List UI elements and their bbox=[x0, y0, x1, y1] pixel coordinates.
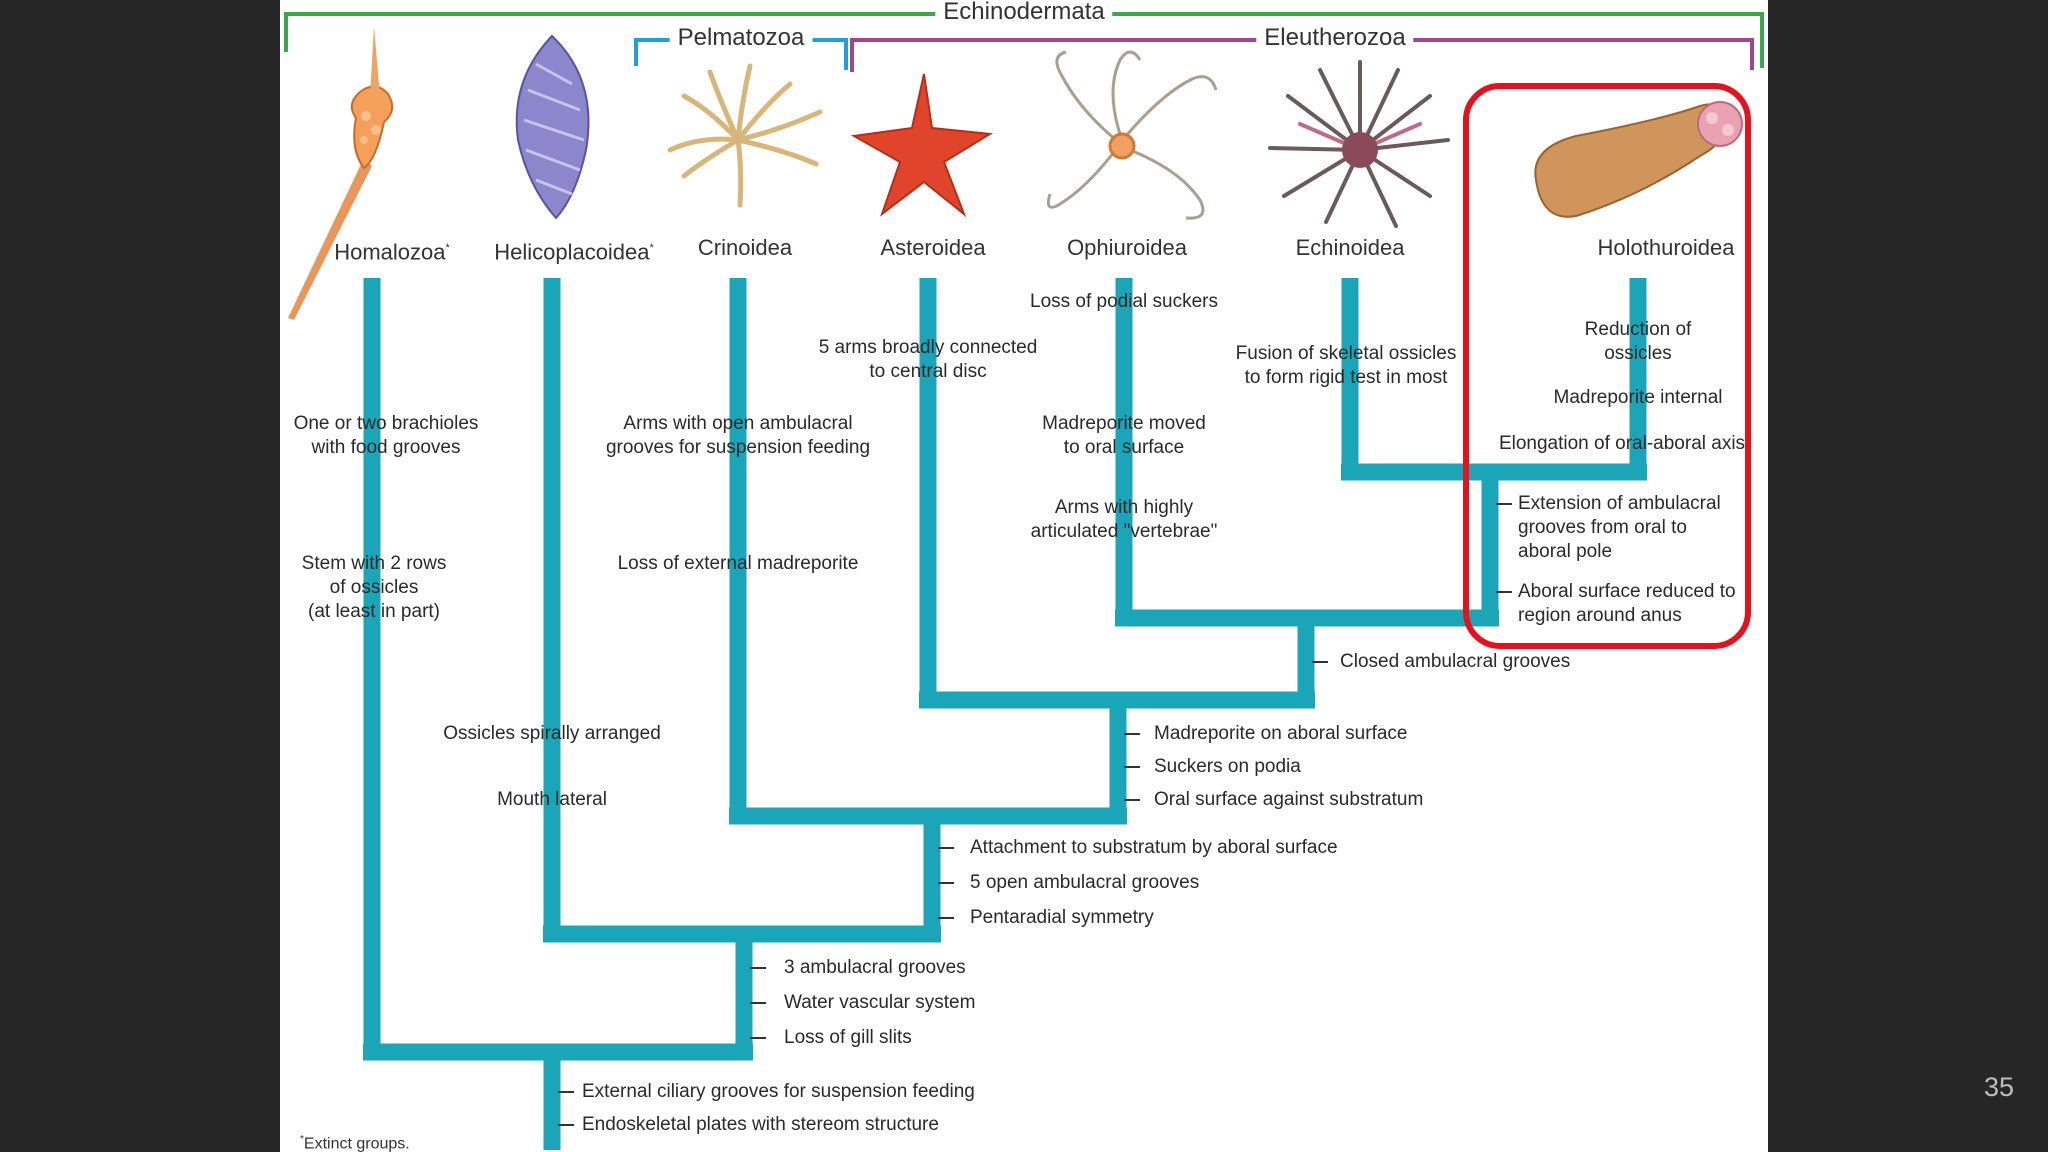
node-helico-pentaradiata bbox=[543, 925, 941, 1052]
group-label-echinodermata: Echinodermata bbox=[935, 0, 1113, 24]
slide: Echinodermata Pelmatozoa Eleutherozoa Ho… bbox=[280, 0, 1768, 1152]
node-cryptosyringida bbox=[1115, 609, 1499, 700]
cladogram-branches bbox=[363, 278, 1647, 1150]
taxon-label-crinoidea: Crinoidea bbox=[697, 235, 793, 260]
trait-holothuroidea-2: Madreporite internal bbox=[1553, 387, 1723, 408]
trait-ophiuroidea-1: Loss of podial suckers bbox=[1030, 291, 1218, 312]
trait-holothuroidea-3: Elongation of oral-aboral axis bbox=[1498, 433, 1746, 454]
trait-crinoidea-2: Loss of external madreporite bbox=[617, 553, 859, 574]
trait-cryptosyringida-1: Closed ambulacral grooves bbox=[1340, 651, 1571, 672]
trait-pentaradiata-3: Pentaradial symmetry bbox=[970, 907, 1154, 928]
helicoplacoidea-illustration bbox=[515, 34, 590, 220]
echinoidea-illustration bbox=[1268, 60, 1450, 228]
asteroidea-illustration bbox=[850, 73, 994, 218]
taxon-label-homalozoa: Homalozoa* bbox=[334, 239, 450, 265]
cladogram bbox=[284, 12, 1764, 1150]
holothuroidea-illustration bbox=[1534, 101, 1743, 218]
group-label-eleutherozoa: Eleutherozoa bbox=[1256, 26, 1414, 50]
trait-helico-pentaradiata-3: Loss of gill slits bbox=[784, 1027, 912, 1048]
crinoidea-illustration bbox=[667, 63, 823, 208]
taxon-label-helicoplacoidea: Helicoplacoidea* bbox=[494, 239, 654, 265]
trait-eleutherozoa-1: Madreporite on aboral surface bbox=[1154, 723, 1408, 744]
node-echinodermata bbox=[363, 1043, 753, 1150]
group-label-pelmatozoa: Pelmatozoa bbox=[669, 26, 813, 50]
footnote: *Extinct groups. bbox=[300, 1134, 410, 1152]
trait-ticks bbox=[558, 503, 1512, 1126]
trait-pentaradiata-1: Attachment to substratum by aboral surfa… bbox=[970, 837, 1338, 858]
trait-helico-pentaradiata-2: Water vascular system bbox=[784, 992, 976, 1013]
trait-helicoplacoidea-2: Mouth lateral bbox=[497, 789, 607, 810]
ophiuroidea-illustration bbox=[1046, 50, 1218, 220]
node-eleutherozoa bbox=[919, 691, 1315, 816]
node-pentaradiata bbox=[729, 807, 1127, 934]
taxon-label-asteroidea: Asteroidea bbox=[880, 235, 986, 260]
trait-pentaradiata-2: 5 open ambulacral grooves bbox=[970, 872, 1200, 893]
taxon-label-ophiuroidea: Ophiuroidea bbox=[1067, 235, 1187, 260]
taxon-label-holothuroidea: Holothuroidea bbox=[1597, 235, 1735, 260]
trait-eleutherozoa-3: Oral surface against substratum bbox=[1154, 789, 1424, 810]
trait-helico-pentaradiata-1: 3 ambulacral grooves bbox=[784, 957, 966, 978]
holothuroidea-highlight-box bbox=[1463, 83, 1751, 649]
page-number: 35 bbox=[1983, 1072, 2014, 1102]
node-echinozoa bbox=[1341, 463, 1647, 618]
trait-echinodermata-2: Endoskeletal plates with stereom structu… bbox=[582, 1114, 939, 1135]
trait-echinodermata-1: External ciliary grooves for suspension … bbox=[582, 1081, 975, 1102]
trait-eleutherozoa-2: Suckers on podia bbox=[1154, 756, 1301, 777]
homalozoa-illustration bbox=[288, 26, 394, 320]
taxon-label-echinoidea: Echinoidea bbox=[1295, 235, 1405, 260]
trait-helicoplacoidea-1: Ossicles spirally arranged bbox=[443, 723, 661, 744]
